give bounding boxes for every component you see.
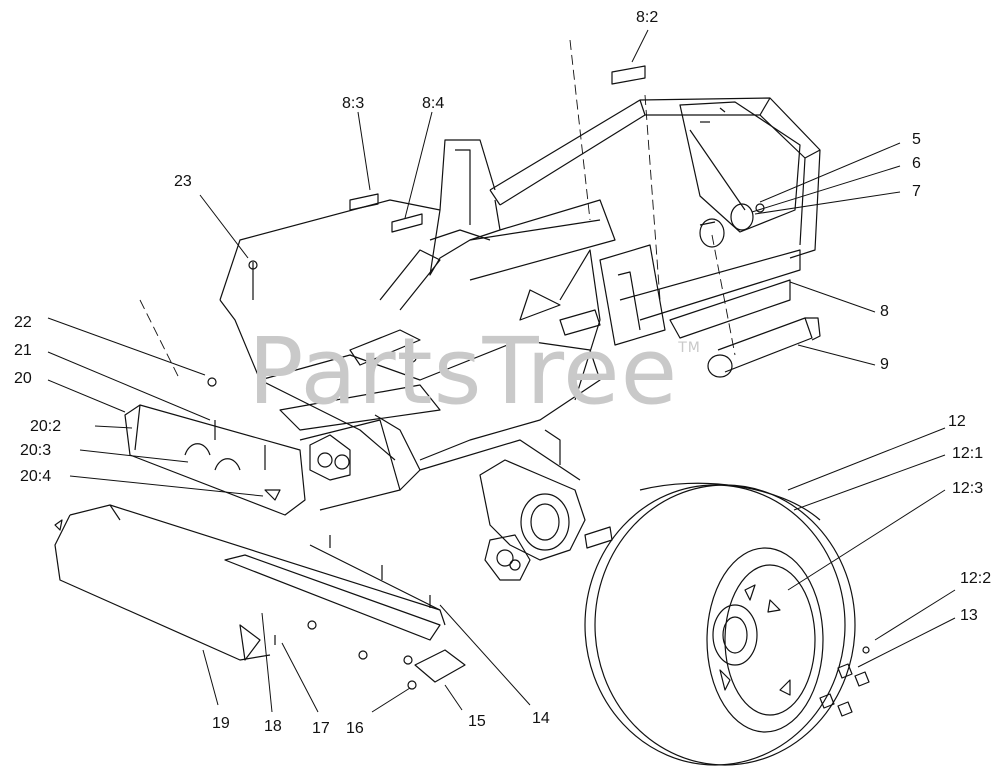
callout-5: 5 — [912, 131, 921, 148]
callout-23: 23 — [174, 173, 192, 190]
watermark-text: PartsTreeTM — [248, 318, 701, 425]
clamp-group — [699, 203, 765, 248]
callout-13: 13 — [960, 607, 978, 624]
cross-tube — [707, 317, 821, 378]
main-chassis — [219, 139, 666, 511]
callout-18: 18 — [264, 718, 282, 735]
callout-6: 6 — [912, 155, 921, 172]
callout-12: 12 — [948, 413, 966, 430]
callout-17: 17 — [312, 720, 330, 737]
mount-bar — [224, 544, 446, 641]
axle-housing — [479, 459, 586, 581]
callout-12-2: 12:2 — [960, 570, 992, 587]
callout-8-4: 8:4 — [422, 95, 445, 112]
callout-15: 15 — [468, 713, 486, 730]
callout-7: 7 — [912, 183, 921, 200]
leader-lines — [47, 29, 956, 713]
callout-8-2: 8:2 — [636, 9, 659, 26]
pivot-lugs — [309, 434, 351, 481]
dashed-lines — [139, 39, 736, 381]
callout-22: 22 — [14, 314, 32, 331]
callout-8-3: 8:3 — [342, 95, 365, 112]
lug-nuts — [819, 646, 870, 717]
callout-19: 19 — [212, 715, 230, 732]
front-bracket — [124, 404, 306, 516]
callout-20-2: 20:2 — [30, 418, 62, 435]
callout-16: 16 — [346, 720, 364, 737]
trademark-mark: TM — [678, 340, 701, 356]
rear-frame-loop — [489, 97, 821, 339]
drive-wheel — [584, 482, 856, 766]
callout-12-1: 12:1 — [952, 445, 984, 462]
hardware — [54, 260, 431, 690]
small-plate — [414, 649, 466, 683]
callout-12-3: 12:3 — [952, 480, 984, 497]
watermark-word: PartsTree — [248, 318, 679, 425]
callout-21: 21 — [14, 342, 32, 359]
front-tube — [54, 504, 441, 661]
callout-8: 8 — [880, 303, 889, 320]
callout-20-4: 20:4 — [20, 468, 52, 485]
callout-20: 20 — [14, 370, 32, 387]
callout-20-3: 20:3 — [20, 442, 52, 459]
callout-14: 14 — [532, 710, 550, 727]
decals — [349, 65, 646, 549]
callout-9: 9 — [880, 356, 889, 373]
